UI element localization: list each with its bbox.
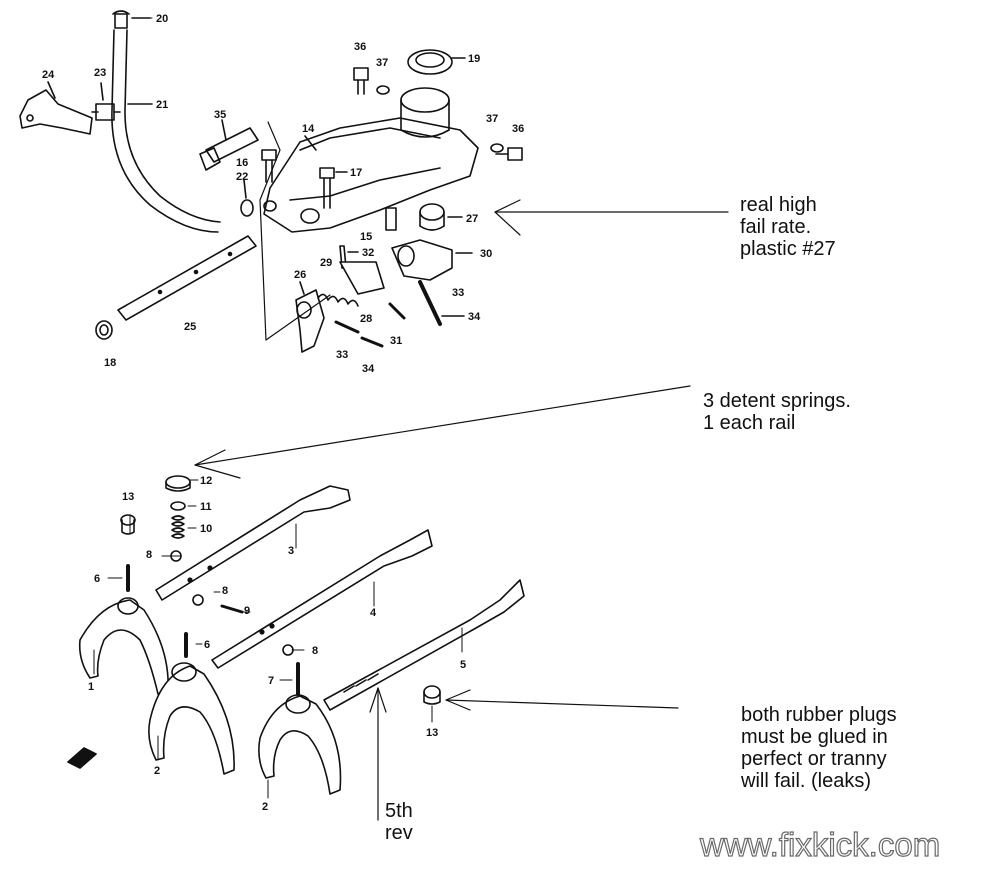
callout: 37: [486, 113, 498, 125]
callout: 14: [302, 123, 315, 135]
part-20-breather-cap: [112, 10, 151, 29]
part-15-spacer: [385, 207, 397, 231]
front-arrow-icon: [67, 747, 97, 769]
note-5th-rev: 5th rev: [385, 800, 413, 844]
part-5-rail: [323, 579, 525, 711]
callout: 36: [354, 41, 366, 53]
callout: 28: [360, 313, 372, 325]
part-3-rail: [155, 485, 351, 601]
part-18-ring: [95, 320, 113, 340]
part-10-spring: [171, 515, 185, 539]
callout: 17: [350, 167, 362, 179]
callout: 7: [268, 675, 274, 687]
part-17-bolt: [319, 167, 348, 209]
callout: 2: [154, 765, 160, 777]
note-rubber-plugs: both rubber plugs must be glued in perfe…: [741, 704, 897, 792]
part-14-housing: [263, 117, 479, 233]
part-11-washer: [170, 501, 186, 511]
part-33-pin-lower: [334, 320, 360, 334]
part-22-bushing: [240, 179, 254, 217]
callout: 36: [512, 123, 524, 135]
part-34-pin-lower: [360, 336, 384, 348]
part-37-washer-left: [376, 85, 390, 95]
callout: 21: [156, 99, 168, 111]
callout: 13: [426, 727, 438, 739]
callout: 25: [184, 321, 196, 333]
part-35-plug: [199, 119, 259, 171]
callout: 8: [146, 549, 152, 561]
callout: 18: [104, 357, 116, 369]
part-29-spring: [317, 261, 385, 307]
callout-numbers: 20 24 23 21 35 16 22 14 36 37 19 37 36 1…: [42, 13, 524, 813]
callout: 6: [204, 639, 210, 651]
callout: 12: [200, 475, 212, 487]
callout: 35: [214, 109, 226, 121]
part-12-plug: [165, 475, 191, 492]
part-13-plug-upper: [120, 514, 136, 535]
callout: 29: [320, 257, 332, 269]
callout: 33: [452, 287, 464, 299]
callout: 2: [262, 801, 268, 813]
callout: 9: [244, 605, 250, 617]
part-2-fork-center: [148, 662, 235, 775]
callout: 10: [200, 523, 212, 535]
callout: 34: [468, 311, 481, 323]
callout: 6: [94, 573, 100, 585]
part-13-plug-lower: [423, 685, 441, 705]
part-collar: [400, 87, 450, 138]
callout: 8: [312, 645, 318, 657]
part-25-shaft: [117, 235, 257, 321]
part-23-clamp: [91, 82, 121, 121]
callout: 1: [88, 681, 94, 693]
callout: 4: [370, 607, 377, 619]
part-8-ball-2: [192, 594, 204, 606]
watermark: www.fixkick.com: [699, 825, 941, 863]
callout: 13: [122, 491, 134, 503]
callout: 8: [222, 585, 228, 597]
callout: 3: [288, 545, 294, 557]
callout: 32: [362, 247, 374, 259]
callout: 5: [460, 659, 466, 671]
callout: 22: [236, 171, 248, 183]
callout: 24: [42, 69, 55, 81]
guide-lines: [259, 121, 331, 341]
note-fail-rate: real high fail rate. plastic #27: [740, 194, 836, 260]
part-30-lever: [391, 239, 473, 281]
callout: 20: [156, 13, 168, 25]
callout: 37: [376, 57, 388, 69]
callout: 16: [236, 157, 248, 169]
callout: 26: [294, 269, 306, 281]
part-31-pin: [388, 302, 406, 320]
callout: 11: [200, 501, 212, 513]
part-24-bracket: [19, 81, 93, 135]
callout: 33: [336, 349, 348, 361]
part-37-washer-right: [490, 143, 504, 153]
callout: 27: [466, 213, 478, 225]
part-19-seal: [407, 49, 466, 75]
part-36-bolt-left: [353, 67, 369, 95]
part-36-bolt-right: [495, 147, 523, 161]
note-detent-springs: 3 detent springs. 1 each rail: [703, 390, 851, 434]
part-26-shift-lever: [295, 281, 325, 353]
part-1-fork: [78, 597, 169, 695]
callout: 34: [362, 363, 375, 375]
callout: 15: [360, 231, 372, 243]
annotation-arrows: [194, 199, 729, 821]
leader-lines: [93, 17, 463, 799]
part-2-fork-right: [258, 694, 342, 795]
part-4-rail: [211, 529, 433, 669]
callout: 30: [480, 248, 492, 260]
callout: 23: [94, 67, 106, 79]
callout: 19: [468, 53, 480, 65]
part-21-breather-hose: [111, 29, 221, 233]
callout: 31: [390, 335, 402, 347]
part-9-pin: [220, 604, 244, 614]
part-33-pin-upper: [418, 280, 442, 326]
part-27-bushing: [419, 203, 463, 231]
